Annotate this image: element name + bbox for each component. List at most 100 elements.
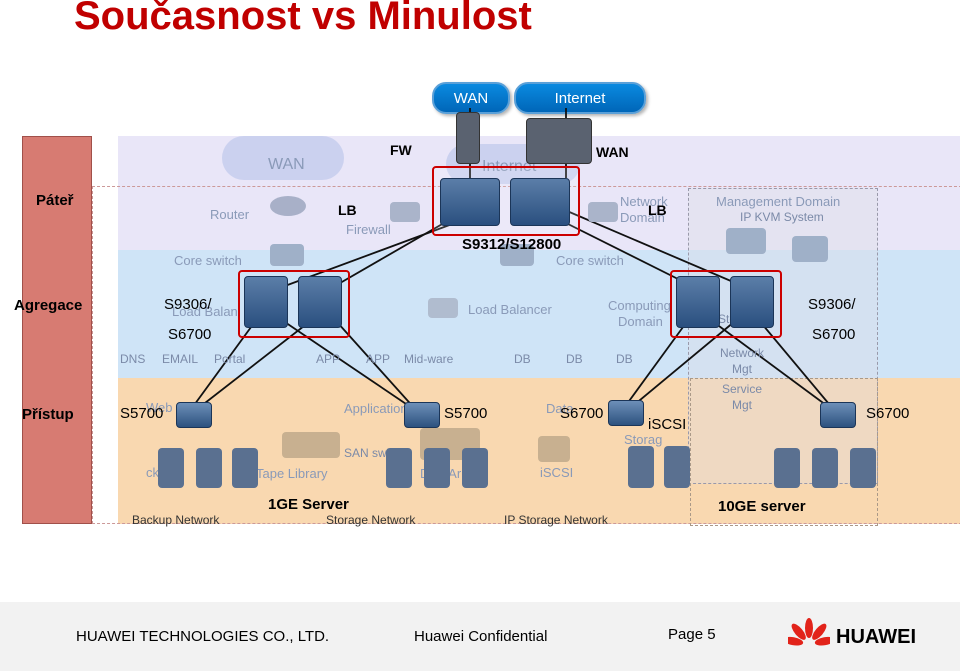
storage-network-label: Storage Network <box>326 513 416 527</box>
wan-label: WAN <box>596 144 629 160</box>
midware-label: Mid-ware <box>404 352 454 366</box>
server-rack-icon <box>628 446 654 488</box>
storage-faint-label: Storag <box>624 432 663 447</box>
server-rack-icon <box>462 448 488 488</box>
aggregation-right-label-1: S9306/ <box>808 296 856 313</box>
core-switch-faint-icon-2 <box>500 244 534 266</box>
aggregation-switch-icon <box>298 276 342 328</box>
computing-domain-label-2: Domain <box>618 314 663 329</box>
server-10ge-box <box>690 378 878 526</box>
lb-blade-icon <box>526 118 592 164</box>
wan-cloud-label: WAN <box>268 156 305 173</box>
footer-page: Page 5 <box>668 626 716 643</box>
aggregation-left-label-1: S9306/ <box>164 296 212 313</box>
footer-confidential: Huawei Confidential <box>414 628 548 645</box>
aggregation-switch-icon <box>730 276 774 328</box>
footer-company: HUAWEI TECHNOLOGIES CO., LTD. <box>76 628 330 645</box>
server-rack-icon <box>386 448 412 488</box>
layer-label-access: Přístup <box>22 406 74 423</box>
network-mgt-label-2: Mgt <box>732 362 753 376</box>
kvm-icon <box>726 228 766 254</box>
fw-blade-icon <box>456 112 480 164</box>
access-label-s6700-mid: S6700 <box>560 405 604 422</box>
fw-label: FW <box>390 142 412 158</box>
core-switch-faint-icon-1 <box>270 244 304 266</box>
load-balancer-faint-icon <box>428 298 458 318</box>
server-rack-icon <box>812 448 838 488</box>
iscsi-storage-icon <box>538 436 570 462</box>
firewall-label: Firewall <box>346 222 391 237</box>
load-balancer-mid-label: Load Balancer <box>468 302 552 317</box>
server-rack-icon <box>664 446 690 488</box>
app-label-1: APP <box>316 352 341 366</box>
core-switch-left-label: Core switch <box>174 253 242 268</box>
service-mgt-label-1: Service <box>722 382 763 396</box>
internet-link-pill: Internet <box>514 82 646 114</box>
lb-left-label: LB <box>338 202 357 218</box>
access-switch-icon <box>404 402 440 428</box>
service-mgt-label-2: Mgt <box>732 398 753 412</box>
management-domain-label: Management Domain <box>716 194 841 209</box>
server-rack-icon <box>774 448 800 488</box>
aggregation-right-label-2: S6700 <box>812 326 856 343</box>
server-rack-icon <box>850 448 876 488</box>
router-label: Router <box>210 207 250 222</box>
aggregation-switch-icon <box>244 276 288 328</box>
application-label: Application <box>344 401 408 416</box>
footer-brand: HUAWEI <box>836 626 916 648</box>
network-domain-label-1: Network <box>620 194 668 209</box>
aggregation-left-label-2: S6700 <box>168 326 212 343</box>
aggregation-switch-icon <box>676 276 720 328</box>
data-label: Data <box>546 401 574 416</box>
portal-label: Portal <box>214 352 246 366</box>
firewall-icon-right <box>588 202 618 222</box>
iscsi-storage-label: iSCSI <box>540 465 574 480</box>
wan-link-pill: WAN <box>432 82 510 114</box>
lb-right-label: LB <box>648 202 667 218</box>
wan-cloud-icon <box>222 136 344 180</box>
email-label: EMAIL <box>162 352 199 366</box>
aggregation-switch-highlight-left <box>238 270 350 338</box>
page-title: Současnost vs Minulost <box>74 0 532 38</box>
core-switch-icon <box>510 178 570 226</box>
server-rack-icon <box>158 448 184 488</box>
db-label-1: DB <box>514 352 531 366</box>
router-icon <box>270 196 306 216</box>
aggregation-switch-highlight-right <box>670 270 782 338</box>
access-switch-icon <box>176 402 212 428</box>
access-switch-icon <box>820 402 856 428</box>
layer-label-core: Páteř <box>36 192 74 209</box>
network-domain-label-2: Domain <box>620 210 665 225</box>
access-switch-icon <box>608 400 644 426</box>
server-rack-icon <box>196 448 222 488</box>
ip-kvm-label: IP KVM System <box>740 210 824 224</box>
db-label-3: DB <box>616 352 633 366</box>
tape-library-icon <box>282 432 340 458</box>
core-switch-right-label: Core switch <box>556 253 624 268</box>
computing-domain-label-1: Computing <box>608 298 671 313</box>
core-model-label: S9312/S12800 <box>462 236 562 253</box>
firewall-icon-left <box>390 202 420 222</box>
db-label-2: DB <box>566 352 583 366</box>
server-rack-icon <box>424 448 450 488</box>
layer-label-column <box>22 136 92 524</box>
core-switch-icon <box>440 178 500 226</box>
tape-library-label: Tape Library <box>256 466 328 481</box>
access-label-s5700-left: S5700 <box>120 405 164 422</box>
huawei-logo-icon <box>788 618 830 646</box>
dns-label: DNS <box>120 352 146 366</box>
iscsi-label: iSCSI <box>648 416 687 433</box>
ip-storage-network-label: IP Storage Network <box>504 513 608 527</box>
backup-network-label: Backup Network <box>132 513 220 527</box>
server-rack-icon <box>232 448 258 488</box>
network-mgt-label-1: Network <box>720 346 765 360</box>
access-label-s6700-right: S6700 <box>866 405 910 422</box>
mgmt-device-icon <box>792 236 828 262</box>
layer-label-aggregation: Agregace <box>14 297 83 314</box>
access-label-s5700-mid: S5700 <box>444 405 488 422</box>
server-1ge-label: 1GE Server <box>268 496 349 513</box>
web-label: Web <box>146 400 173 415</box>
load-balancer-left-label: Load Balan <box>172 304 238 319</box>
app-label-2: APP <box>366 352 391 366</box>
server-10ge-label: 10GE server <box>718 498 806 515</box>
